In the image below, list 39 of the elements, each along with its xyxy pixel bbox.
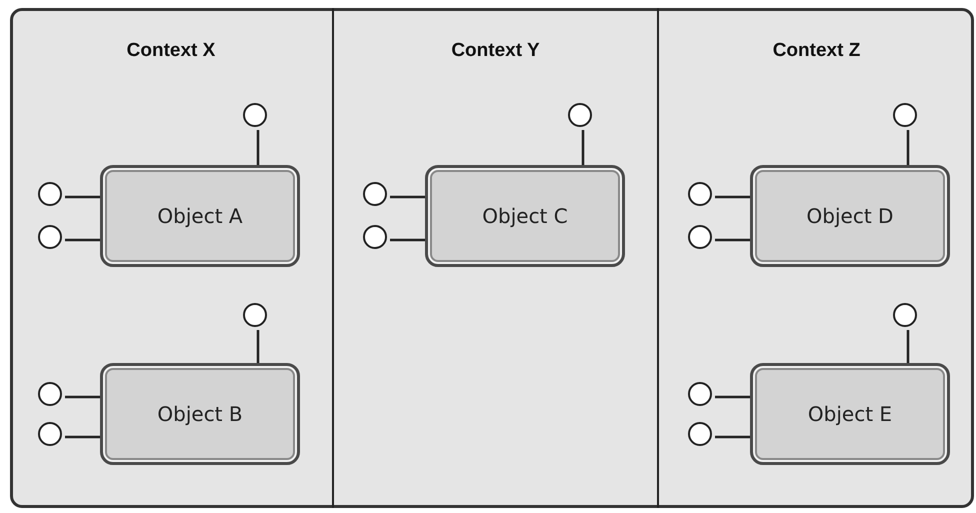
- object-box: Object C: [425, 165, 625, 267]
- connector-line: [715, 196, 753, 198]
- connector-line: [906, 130, 910, 168]
- interface-circle: [688, 182, 712, 206]
- object-box: Object B: [100, 363, 300, 465]
- context-heading: Context X: [126, 40, 216, 62]
- connector-line: [715, 238, 753, 242]
- context-heading: Context Y: [450, 40, 541, 62]
- interface-circle: [893, 303, 917, 327]
- connector-line: [256, 130, 260, 168]
- connector-line: [65, 238, 103, 242]
- interface-circle: [243, 303, 267, 327]
- connector-line: [715, 436, 753, 438]
- interface-circle: [688, 382, 712, 406]
- interface-circle: [363, 225, 387, 249]
- context-heading: Context Z: [772, 40, 862, 62]
- connector-line: [65, 436, 103, 438]
- interface-circle: [568, 103, 592, 127]
- connector-line: [65, 196, 103, 198]
- connector-line: [390, 196, 428, 198]
- interface-circle: [893, 103, 917, 127]
- connector-line: [256, 330, 260, 366]
- interface-circle: [38, 422, 62, 446]
- object-box: Object D: [750, 165, 950, 267]
- connector-line: [65, 396, 103, 398]
- connector-line: [906, 330, 910, 366]
- object-box: Object E: [750, 363, 950, 465]
- interface-circle: [38, 225, 62, 249]
- interface-circle: [363, 182, 387, 206]
- interface-circle: [688, 422, 712, 446]
- connector-line: [715, 396, 753, 398]
- interface-circle: [243, 103, 267, 127]
- connector-line: [582, 130, 584, 168]
- object-box: Object A: [100, 165, 300, 267]
- connector-line: [390, 238, 428, 242]
- outer-frame: [10, 8, 974, 508]
- interface-circle: [688, 225, 712, 249]
- interface-circle: [38, 382, 62, 406]
- interface-circle: [38, 182, 62, 206]
